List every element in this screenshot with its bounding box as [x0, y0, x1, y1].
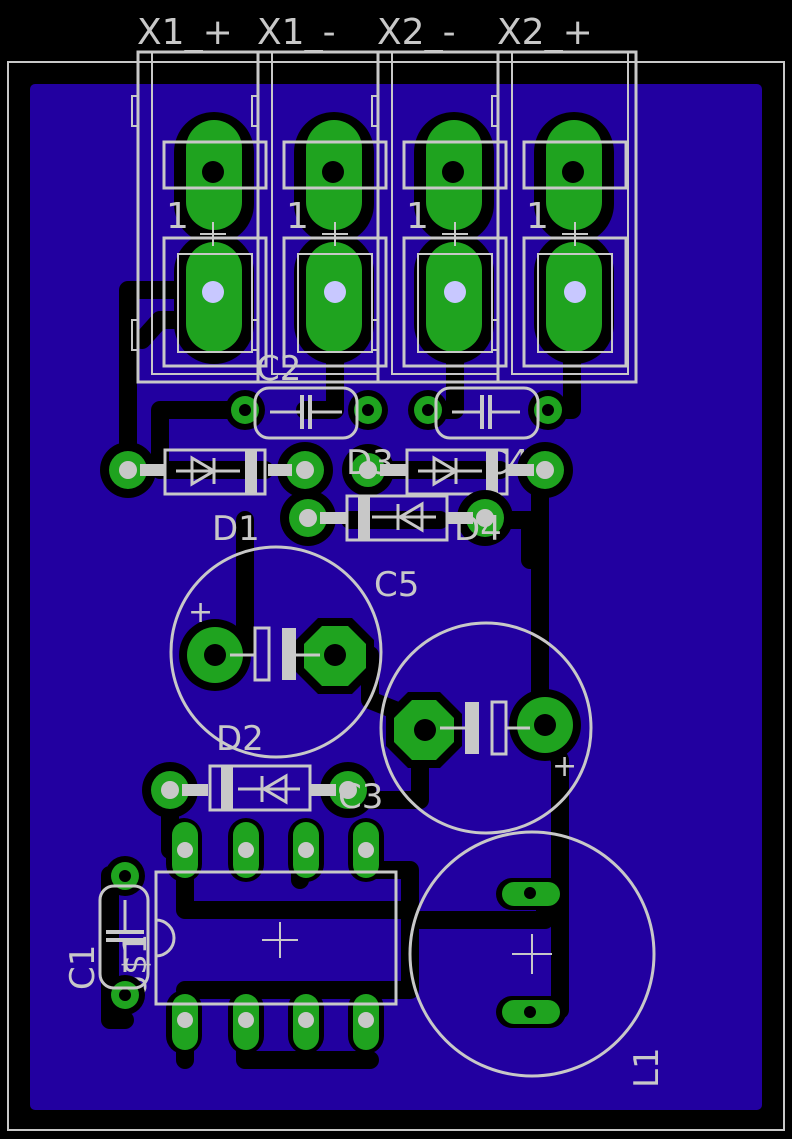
- label-d3: D3: [346, 443, 394, 483]
- label-d2: D2: [216, 719, 264, 759]
- ic-u1: [154, 818, 398, 1054]
- connector-block: [136, 50, 638, 384]
- capacitor-c1: [98, 856, 150, 1015]
- connector-pad-x1m-b: [294, 232, 374, 364]
- label-c5: C5: [374, 565, 419, 605]
- connector-pad-x2p-b: [534, 232, 614, 364]
- diode-d4: [280, 490, 513, 546]
- connector-label-x2m: X2_-: [377, 12, 456, 53]
- pin1-marker-x2m: 1: [406, 196, 429, 237]
- connector-pad-x1p-a: [174, 112, 254, 244]
- label-l1: L1: [627, 1047, 667, 1088]
- inductor-l1: [408, 830, 656, 1078]
- pin1-marker-x1m: 1: [286, 196, 309, 237]
- capacitor-c5: [169, 545, 383, 759]
- capacitor-c4: [408, 386, 568, 440]
- c5-plus-marker: +: [188, 595, 213, 630]
- board-outline: [7, 61, 785, 1131]
- connector-pad-x1m-a: [294, 112, 374, 244]
- capacitor-c2: [225, 386, 388, 440]
- label-d1: D1: [212, 509, 260, 549]
- label-c2: C2: [256, 349, 301, 389]
- label-c1: C1: [63, 945, 103, 990]
- diode-d1: [100, 442, 333, 498]
- c4-plus-marker: +: [552, 749, 577, 784]
- pin1-marker-x2p: 1: [526, 196, 549, 237]
- label-d4: D4: [454, 509, 502, 549]
- diode-d3: [342, 442, 573, 498]
- connector-pad-x2m-b: [414, 232, 494, 364]
- connector-pad-x2m-a: [414, 112, 494, 244]
- pin1-marker-x1p: 1: [166, 196, 189, 237]
- diode-d2: [142, 762, 376, 818]
- connector-pad-x2p-a: [534, 112, 614, 244]
- connector-pads-lower: [174, 232, 614, 364]
- connector-label-x1m: X1_-: [257, 12, 336, 53]
- capacitor-electrolytic-right: [379, 621, 593, 835]
- connector-silk-details: [131, 95, 628, 368]
- connector-pads-upper: [174, 112, 614, 244]
- connector-pad-x1p-b: [174, 232, 254, 364]
- connector-label-x1p: X1_+: [137, 12, 233, 53]
- label-c3: C3: [338, 777, 383, 817]
- connector-label-x2p: X2_+: [497, 12, 593, 53]
